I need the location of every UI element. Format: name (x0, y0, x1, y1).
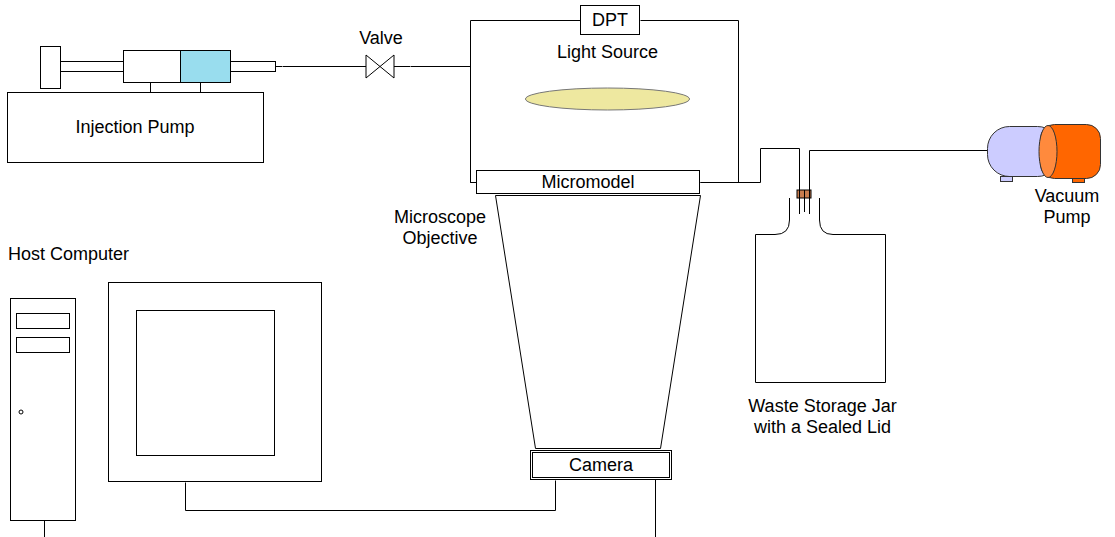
syringe-fluid (181, 51, 231, 83)
node-label: Host Computer (8, 244, 158, 265)
tube (394, 66, 410, 67)
waste-jar: Waste Storage Jar with a Sealed Lid (735, 190, 910, 440)
drive-slot (17, 338, 70, 353)
monitor-frame (109, 283, 322, 482)
pump-foot (1001, 177, 1013, 182)
micromodel-box: Micromodel (476, 170, 700, 194)
dpt-box: DPT (580, 5, 640, 35)
power-cable (44, 520, 45, 537)
plunger-cap (41, 47, 61, 89)
monitor-screen (137, 311, 275, 456)
objective-trapezoid (496, 196, 701, 449)
tube-connector (186, 481, 556, 511)
pump-body (988, 127, 1060, 177)
pump-unit-shape (5, 40, 282, 162)
node-label: Vacuum Pump (1022, 186, 1112, 228)
syringe-barrel (124, 51, 181, 83)
host-monitor: Host Computer (108, 282, 322, 482)
pump-unit: Injection Pump (5, 40, 282, 162)
node-label: Injection Pump (7, 92, 263, 162)
light-ellipse (526, 88, 690, 110)
plunger-rod (61, 62, 124, 72)
tube-connector (283, 66, 353, 67)
tube (352, 66, 366, 67)
node-label: Microscope Objective (388, 207, 492, 249)
valve-symbol: Valve (352, 30, 410, 80)
pump-foot (1073, 179, 1085, 183)
node-label: Light Source (525, 42, 690, 63)
jar-outline (756, 198, 886, 383)
node-label: DPT (581, 6, 639, 34)
power-button (19, 410, 23, 414)
camera-box: Camera (530, 450, 672, 480)
valve-half (380, 55, 394, 78)
tube-connector (810, 151, 983, 191)
tube (804, 190, 805, 212)
syringe-holder (200, 82, 201, 92)
light-source: Light Source (525, 42, 690, 112)
power-cable (655, 480, 656, 537)
tube (275, 66, 282, 67)
tube-connector (411, 67, 477, 183)
node-label: Waste Storage Jar with a Sealed Lid (737, 396, 908, 438)
microscope-objective: Microscope Objective (388, 195, 704, 449)
tube-connector (701, 149, 800, 191)
node-label: Camera (533, 453, 669, 477)
tower-case (11, 299, 76, 521)
computer-tower (11, 299, 76, 521)
host-monitor-shape (108, 282, 322, 482)
tube (799, 190, 800, 214)
valve-half (366, 55, 380, 78)
node-label: Valve (346, 28, 416, 49)
node-label: Micromodel (477, 171, 699, 193)
drive-slot (17, 314, 70, 329)
pump-base (8, 93, 264, 163)
motor-end (1039, 126, 1057, 178)
syringe-holder (150, 82, 151, 92)
vacuum-pump: Vacuum Pump (982, 122, 1112, 234)
syringe-nozzle (231, 62, 276, 72)
tube (809, 190, 810, 214)
